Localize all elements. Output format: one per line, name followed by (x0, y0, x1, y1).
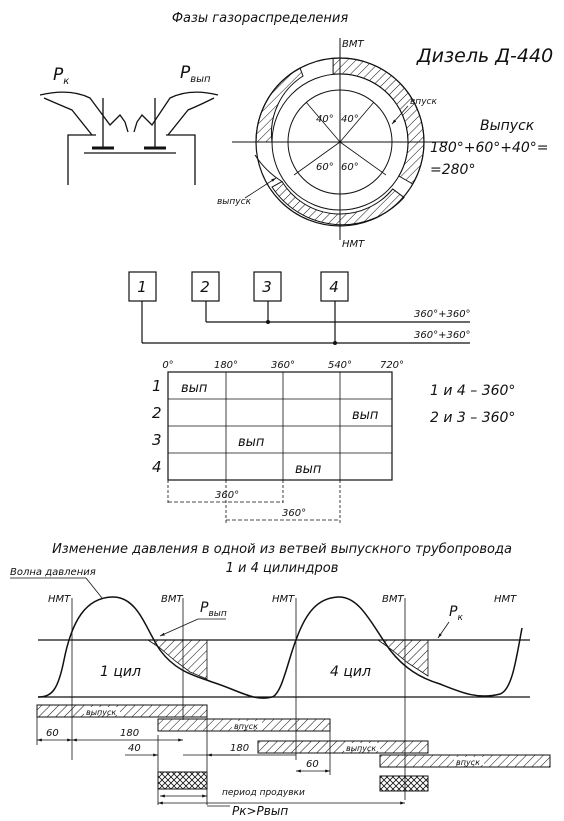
top-title: Фазы газораспределения (172, 11, 348, 26)
bar-inlet-1-label: впуск (234, 722, 258, 731)
nmt-1: НМТ (48, 594, 71, 605)
sum-label-upper: 360°+360° (414, 309, 471, 320)
nmt-top-label: НМТ (342, 239, 365, 250)
engine-label: Дизель Д-440 (416, 45, 553, 67)
wave-subtitle: 1 и 4 цилиндров (226, 561, 339, 576)
cell-row3: вып (238, 435, 265, 450)
pair-2-3: 2 и 3 – 360° (430, 410, 515, 426)
wave-pvyp: Pвып (200, 600, 227, 619)
wave-plot (37, 596, 530, 805)
angle-40-right: 40° (341, 114, 359, 125)
pk-label: Pк (53, 65, 69, 87)
vmt-2: ВМТ (382, 594, 404, 605)
cylinder-boxes (128, 271, 470, 344)
bar-exhaust-2-label: выпуск (346, 744, 376, 753)
pressure-condition: Pк>Pвып (232, 804, 288, 818)
dim-180-b: 180 (230, 743, 249, 754)
bar-inlet-2-label: впуск (456, 758, 480, 767)
calc-title: Выпуск (480, 118, 535, 134)
cyl-box-1: 1 (137, 278, 147, 296)
deg-180: 180° (214, 360, 238, 371)
row-4: 4 (152, 458, 162, 476)
vmt-top-label: ВМТ (342, 39, 364, 50)
cyl-box-4: 4 (329, 278, 339, 296)
wave-label: Волна давления (10, 567, 96, 578)
phase-bars (36, 704, 551, 792)
phase-table (167, 371, 393, 525)
dim-360-b: 360° (282, 508, 306, 519)
bar-exhaust-1-label: выпуск (86, 708, 116, 717)
cell-row2: вып (352, 408, 379, 423)
sum-label-lower: 360°+360° (414, 330, 471, 341)
cell-row4: вып (295, 462, 322, 477)
overlap-arc (255, 67, 304, 143)
calc-line2: =280° (430, 162, 475, 178)
cyl-4-label: 4 цил (330, 664, 371, 680)
calc-line1: 180°+60°+40°= (430, 140, 549, 156)
cylinder-head-sketch (39, 91, 219, 185)
cyl-1-label: 1 цил (100, 664, 141, 680)
overlap-box-1 (157, 771, 208, 790)
dimension-lines (36, 705, 405, 807)
pair-1-4: 1 и 4 – 360° (430, 383, 515, 399)
purge-period-label: период продувки (222, 788, 305, 798)
deg-360: 360° (271, 360, 295, 371)
nmt-3: НМТ (494, 594, 517, 605)
deg-720: 720° (380, 360, 404, 371)
row-3: 3 (152, 431, 162, 449)
exhaust-arc (271, 180, 405, 226)
overlap-box-2 (379, 775, 429, 792)
nmt-2: НМТ (272, 594, 295, 605)
cyl-box-2: 2 (200, 278, 210, 296)
dim-60-a: 60 (46, 728, 59, 739)
bar-exhaust-1 (36, 704, 208, 718)
dim-60-b: 60 (306, 759, 319, 770)
angle-60-left: 60° (316, 162, 334, 173)
pvyp-label: Pвып (180, 63, 211, 85)
row-2: 2 (152, 404, 162, 422)
dim-360-a: 360° (215, 490, 239, 501)
inlet-arc (332, 57, 425, 185)
dim-180-a: 180 (120, 728, 139, 739)
purge-area-2 (376, 639, 429, 677)
inlet-label: впуск (410, 97, 437, 107)
wave-title: Изменение давления в одной из ветвей вып… (52, 542, 512, 557)
angle-40-left: 40° (316, 114, 334, 125)
row-1: 1 (152, 377, 162, 395)
timing-circle (232, 38, 448, 240)
deg-0: 0° (162, 360, 173, 371)
cyl-box-3: 3 (262, 278, 272, 296)
angle-60-right: 60° (341, 162, 359, 173)
bar-exhaust-2 (257, 740, 429, 754)
vmt-1: ВМТ (161, 594, 183, 605)
dim-40: 40 (128, 743, 141, 754)
exhaust-label: выпуск (217, 197, 252, 207)
cell-row1: вып (181, 381, 208, 396)
pressure-wave (37, 596, 523, 699)
deg-540: 540° (328, 360, 352, 371)
wave-pk: Pк (449, 604, 463, 623)
